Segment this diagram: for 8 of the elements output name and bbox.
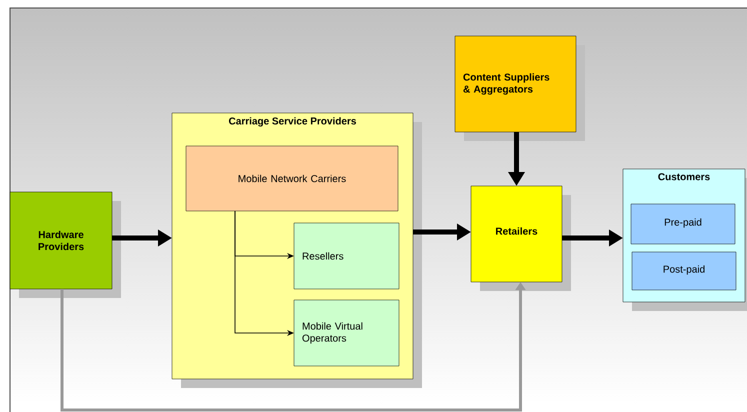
process-box: Mobile Virtual Operators — [294, 300, 400, 366]
process-box: Post-paid — [632, 252, 736, 290]
process-box: Mobile Network Carriers — [186, 146, 398, 212]
process-box: Resellers — [294, 222, 400, 290]
process-box: Pre-paid — [630, 204, 736, 244]
process-box: Content Suppliers & Aggregators — [454, 36, 576, 132]
process-box: Hardware Providers — [10, 192, 112, 290]
process-box: Retailers — [470, 186, 562, 282]
